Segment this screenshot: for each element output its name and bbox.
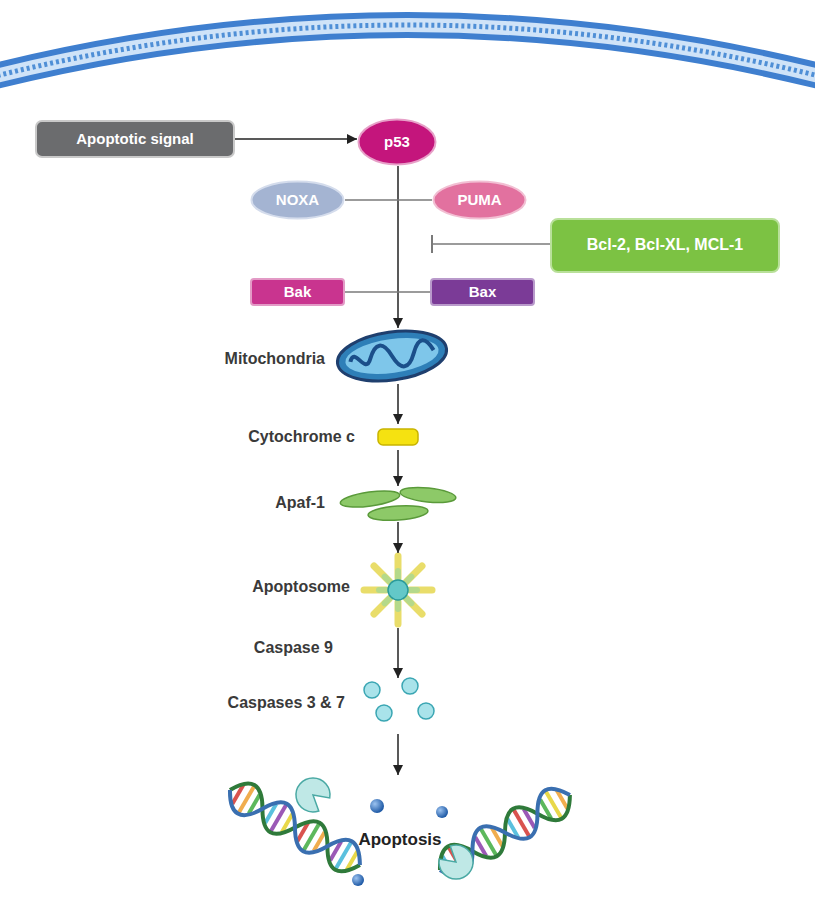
apoptosome-arm (379, 587, 386, 593)
apoptosome-arm (395, 602, 401, 609)
mitochondrion-cristae (349, 338, 436, 373)
step-label: Caspase 9 (200, 639, 333, 657)
inhibition-line (432, 243, 550, 245)
apoptosome-spoke (407, 566, 423, 582)
enzyme-node: Caspases 3 & 7 (185, 678, 450, 734)
apaf-symbol (399, 485, 456, 505)
apoptosome-arm (407, 577, 412, 582)
molecule-node: Cytochrome c (210, 424, 425, 450)
protein-ellipse: p53 (357, 118, 437, 166)
apoptosome-spoke (407, 599, 423, 615)
protein-box: Bax (430, 278, 535, 306)
apoptosome-spoke (395, 556, 402, 578)
caspase-symbol (418, 703, 434, 719)
flow-arrow (397, 166, 399, 328)
dna-strand (222, 776, 368, 880)
flow-arrow (397, 734, 399, 775)
fragment-sphere (352, 874, 364, 886)
apoptosome-arm (410, 587, 417, 593)
fragment-sphere (436, 806, 448, 818)
node-label: Apoptotic signal (76, 130, 194, 147)
ellipse-shape (252, 182, 344, 219)
apoptosome-arm (395, 571, 401, 578)
organelle-node: Mitochondria (180, 328, 450, 384)
mitochondrion-symbol (334, 325, 450, 388)
node-label: Caspases 3 & 7 (185, 694, 345, 712)
flow-arrow (397, 522, 399, 553)
apoptosome-spoke (374, 566, 390, 582)
dna-helix (222, 776, 368, 880)
protein-ellipse: PUMA (432, 180, 527, 220)
apoptosome-arm (407, 599, 412, 604)
protein-box: Bak (250, 278, 345, 306)
link-line (345, 291, 430, 293)
node-label: PUMA (457, 191, 501, 208)
cell-membrane (0, 25, 815, 80)
nuclease-symbol (289, 771, 335, 817)
node-label: Bak (284, 283, 312, 300)
link-line (345, 199, 432, 201)
apaf-symbol (368, 504, 429, 522)
inhibitor-box: Bcl-2, Bcl-XL, MCL-1 (550, 218, 780, 273)
apoptosome-symbol (364, 556, 432, 624)
mitochondrion-inner (343, 333, 441, 380)
caspase-symbol (364, 682, 380, 698)
caspase-symbol (402, 678, 418, 694)
flow-arrow (397, 384, 399, 424)
apoptosome-core (388, 580, 408, 600)
cytochrome-symbol (378, 429, 418, 445)
fragment-sphere (370, 799, 384, 813)
node-label: Apaf-1 (245, 494, 325, 512)
node-label: Apoptosome (205, 578, 350, 596)
ellipse-shape (434, 182, 526, 219)
signal-box: Apoptotic signal (35, 120, 235, 158)
node-label: Cytochrome c (210, 428, 355, 446)
apoptosome-spoke (374, 599, 390, 615)
flow-arrow (235, 138, 357, 140)
apoptosome-arm (385, 577, 390, 582)
flow-arrow (397, 450, 399, 486)
complex-node: Apoptosome (205, 553, 445, 628)
cell-membrane (0, 25, 815, 80)
protein-ellipse: NOXA (250, 180, 345, 220)
outcome-node: Apoptosis (220, 775, 580, 885)
apoptosome-spoke (410, 587, 432, 594)
flow-arrow (397, 628, 399, 678)
inhibition-bar (431, 235, 433, 253)
node-label: Apoptosis (220, 830, 580, 850)
node-label: Mitochondria (180, 350, 325, 368)
apoptosome-arm (385, 599, 390, 604)
caspase-symbol (376, 705, 392, 721)
cell-membrane (0, 25, 815, 80)
apoptosome-spoke (395, 602, 402, 624)
ellipse-shape (359, 120, 436, 165)
node-label: p53 (384, 133, 410, 150)
dna-strand (222, 776, 368, 880)
mitochondrion-outer (334, 325, 450, 388)
node-label: Bax (469, 283, 497, 300)
node-label: Bcl-2, Bcl-XL, MCL-1 (587, 236, 743, 254)
molecule-node: Apaf-1 (245, 486, 460, 522)
node-label: NOXA (276, 191, 319, 208)
apoptosome-spoke (364, 587, 386, 594)
